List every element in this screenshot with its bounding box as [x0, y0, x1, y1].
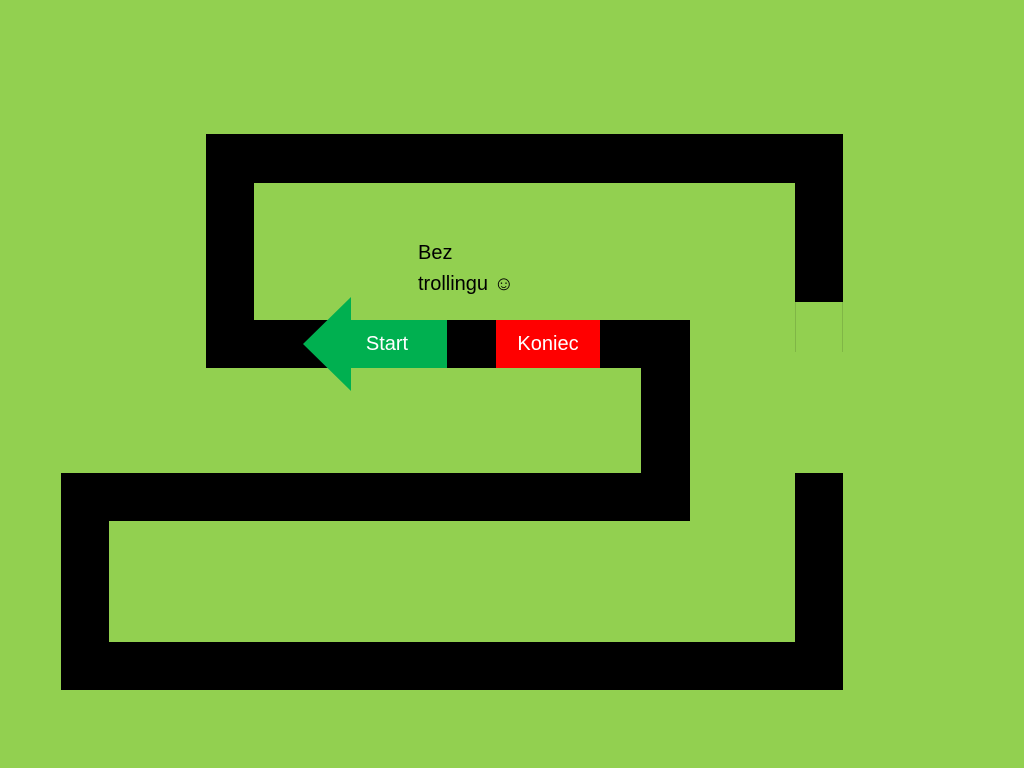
maze-wall-gap — [795, 302, 843, 352]
maze-wall-bottom — [61, 642, 843, 690]
end-tile[interactable]: Koniec — [496, 320, 600, 368]
maze-wall-right-upper — [795, 134, 843, 302]
note-text: Bez trollingu ☺ — [418, 238, 514, 300]
note-line-2: trollingu ☺ — [418, 273, 515, 295]
arrow-left-icon[interactable] — [300, 296, 450, 392]
maze-wall-middle — [206, 320, 690, 368]
start-label[interactable]: Start — [365, 333, 409, 355]
maze-wall-top — [206, 134, 843, 183]
maze-wall-lower-upper — [61, 473, 690, 521]
note-line-1: Bez — [418, 242, 453, 264]
maze-wall-right-lower — [795, 473, 843, 690]
end-label: Koniec — [517, 333, 579, 355]
